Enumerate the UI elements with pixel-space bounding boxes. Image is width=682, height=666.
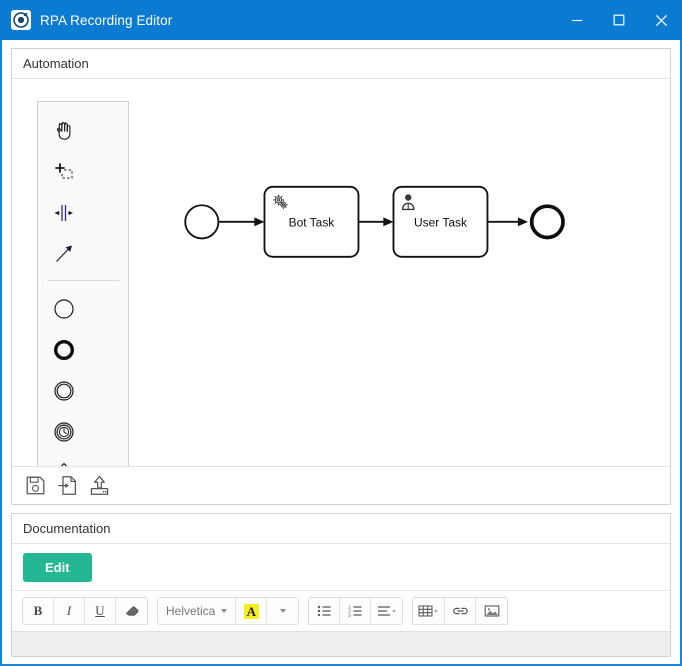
rte-group-font: Helvetica A [157, 597, 300, 625]
diagram-node-bot-task: Bot Task [263, 185, 360, 258]
diagram-node-start-event [184, 204, 220, 240]
user-task-label: User Task [414, 215, 467, 229]
lasso-select-icon[interactable] [44, 151, 84, 192]
record-target-icon [11, 10, 31, 30]
bot-task-label: Bot Task [289, 215, 335, 229]
italic-button[interactable]: I [54, 598, 85, 624]
palette-tools-row [38, 110, 128, 192]
file-import-icon[interactable] [56, 474, 79, 497]
title-bar: RPA Recording Editor [0, 0, 682, 40]
edit-button[interactable]: Edit [23, 553, 92, 582]
bullet-list-icon[interactable] [309, 598, 341, 624]
rte-group-insert [412, 597, 509, 625]
canvas-toolbar [12, 466, 670, 504]
person-icon [401, 194, 415, 211]
documentation-editor[interactable] [12, 631, 670, 656]
svg-text:1: 1 [348, 604, 351, 609]
diagram-node-user-task: User Task [392, 185, 489, 258]
font-family-dropdown[interactable]: Helvetica [158, 598, 237, 624]
underline-button[interactable]: U [85, 598, 116, 624]
chevron-down-icon [279, 609, 286, 613]
bold-button[interactable]: B [23, 598, 54, 624]
timer-event-icon[interactable] [44, 411, 84, 452]
automation-panel: Automation [11, 48, 671, 505]
palette-divider [47, 280, 119, 281]
rte-group-format: B I U [22, 597, 148, 625]
eraser-icon[interactable] [116, 598, 147, 624]
font-family-value: Helvetica [166, 604, 216, 618]
maximize-icon[interactable] [598, 0, 640, 40]
sequence-flow-bot-user [358, 217, 394, 227]
svg-text:2: 2 [348, 609, 351, 614]
palette-events-row-2 [38, 370, 128, 452]
minimize-icon[interactable] [556, 0, 598, 40]
bpmn-diagram[interactable]: Bot Task Use [12, 79, 670, 466]
link-icon[interactable] [445, 598, 477, 624]
chevron-down-icon [221, 609, 228, 613]
window-body: Automation [0, 40, 682, 666]
image-icon[interactable] [476, 598, 508, 624]
intermediate-event-icon[interactable] [44, 370, 84, 411]
documentation-body: Edit B I U [12, 544, 670, 656]
edit-bar: Edit [12, 544, 670, 590]
end-event-icon[interactable] [44, 329, 84, 370]
close-icon[interactable] [640, 0, 682, 40]
hand-icon[interactable] [44, 110, 84, 151]
gears-icon [273, 194, 288, 209]
palette-tools-row-2 [38, 192, 128, 274]
window-title: RPA Recording Editor [40, 12, 173, 28]
text-color-letter: A [243, 603, 260, 619]
bpmn-palette [37, 101, 129, 466]
sequence-flow-user-end [487, 217, 528, 227]
floppy-disk-icon[interactable] [24, 474, 47, 497]
automation-header: Automation [12, 49, 670, 79]
diagram-node-end-event [529, 204, 565, 240]
start-event-icon[interactable] [44, 288, 84, 329]
text-color-dropdown[interactable] [267, 598, 299, 624]
documentation-header: Documentation [12, 514, 670, 544]
text-color-button[interactable]: A [236, 598, 268, 624]
table-icon[interactable] [413, 598, 446, 624]
connection-arrow-icon[interactable] [44, 233, 84, 274]
align-left-icon[interactable] [371, 598, 403, 624]
rich-text-toolbar: B I U Helvetica [12, 590, 670, 631]
sequence-flow-start-bot [218, 217, 265, 227]
window-controls [556, 0, 682, 40]
diagram-canvas[interactable]: Bot Task Use [12, 79, 670, 466]
palette-events-row [38, 288, 128, 370]
svg-text:3: 3 [348, 613, 351, 618]
upload-icon[interactable] [88, 474, 111, 497]
documentation-panel: Documentation Edit B I U [11, 513, 671, 657]
space-tool-icon[interactable] [44, 192, 84, 233]
